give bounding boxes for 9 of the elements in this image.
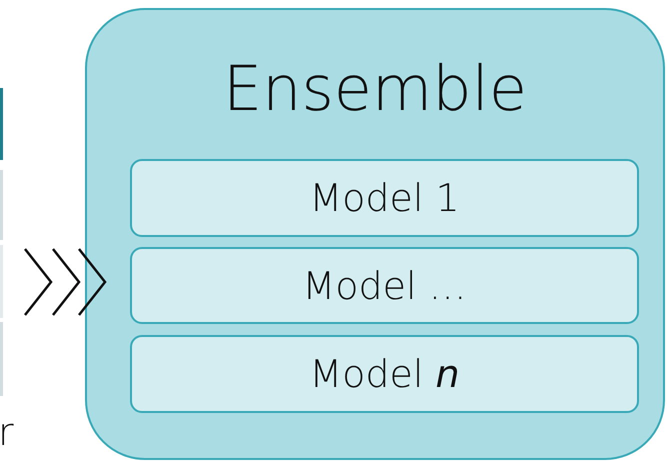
model-box <box>130 247 639 324</box>
model-box <box>130 159 639 237</box>
model-label: Model … <box>302 264 467 308</box>
panel-title: Ensemble <box>222 52 528 125</box>
model-label: Model n <box>309 352 460 396</box>
model-box <box>130 335 639 413</box>
cut-off-text: r <box>0 410 14 454</box>
ensemble-panel <box>85 8 665 460</box>
model-label: Model 1 <box>309 176 460 220</box>
